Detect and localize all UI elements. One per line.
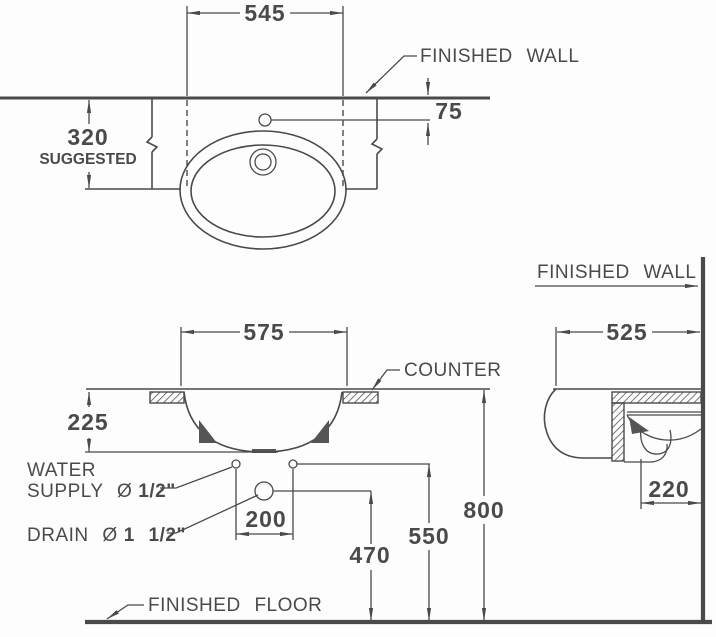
drain-trap-curve xyxy=(640,427,672,455)
plan-finished-wall-label: FINISHED WALL xyxy=(420,46,580,67)
mounting-clip-right xyxy=(311,420,329,443)
drain-hole-inner xyxy=(254,153,272,171)
overflow-wedge xyxy=(629,417,649,434)
drain-point xyxy=(254,481,274,501)
faucet-hole xyxy=(258,113,272,127)
bowl-depth-dim-text: 225 xyxy=(67,409,108,435)
counter-depth-dimension: 525 xyxy=(555,319,700,386)
plan-setout-dim-text: 320 xyxy=(67,124,108,150)
plan-faucet-dimension: 75 xyxy=(271,78,463,145)
counter-slab-section xyxy=(611,391,702,404)
front-rim-width-dim-text: 575 xyxy=(243,319,284,345)
water-supply-callout: WATER SUPPLY Ø 1/2" xyxy=(27,460,233,502)
side-finished-wall-callout: FINISHED WALL xyxy=(535,262,698,289)
counter-height-dim-text: 800 xyxy=(463,497,504,523)
drain-size-text: 1 1/2" xyxy=(124,525,186,546)
plan-template-bracket xyxy=(85,98,384,190)
water-supply-point-left xyxy=(231,459,241,469)
plan-setout-note-text: SUGGESTED xyxy=(39,151,136,168)
side-finished-wall-label: FINISHED WALL xyxy=(537,262,697,283)
plan-width-dim-text: 545 xyxy=(244,0,285,26)
supply-spacing-dimension: 200 xyxy=(235,469,294,540)
supply-height-dim-text: 550 xyxy=(408,523,449,549)
basin-inner-bowl xyxy=(190,144,336,238)
basin-outer-rim xyxy=(179,130,347,250)
counter-label: COUNTER xyxy=(404,360,501,381)
supply-spacing-dim-text: 200 xyxy=(245,506,286,532)
water-supply-label-line1: WATER xyxy=(27,460,96,481)
leader-line xyxy=(167,494,259,534)
counter-depth-dim-text: 525 xyxy=(606,319,647,345)
counter-height-dimension: 800 xyxy=(463,390,504,621)
side-section-view: FINISHED WALL 525 220 xyxy=(535,257,706,622)
drain-hole-outer xyxy=(249,148,277,176)
front-rim-width-dimension: 575 xyxy=(180,319,348,386)
drain-callout: DRAIN Ø 1 1/2" xyxy=(27,494,259,546)
break-symbol xyxy=(370,138,384,155)
drain-height-dimension: 470 xyxy=(349,491,390,621)
bowl-depth-dimension: 225 xyxy=(67,392,278,453)
service-points xyxy=(231,459,430,501)
water-supply-point-right xyxy=(288,459,298,469)
plan-basin xyxy=(179,113,347,250)
drain-label-line: DRAIN Ø 1 1/2" xyxy=(27,525,186,546)
leader-line xyxy=(106,604,144,620)
basin-front-outline xyxy=(543,388,612,459)
leader-line xyxy=(371,369,400,391)
drain-body-curve xyxy=(624,443,668,463)
counter-apron-section xyxy=(611,402,625,462)
finished-floor-label: FINISHED FLOOR xyxy=(148,595,322,616)
plan-finished-wall-callout: FINISHED WALL xyxy=(365,46,580,94)
drain-offset-dim-text: 220 xyxy=(648,476,689,502)
break-symbol xyxy=(145,136,159,153)
side-basin-profile xyxy=(543,388,702,463)
mounting-clip-left xyxy=(199,420,217,443)
plan-view: 545 FINISHED WALL 320 SUGGESTED xyxy=(0,0,580,250)
drain-height-dim-text: 470 xyxy=(349,542,390,568)
drain-offset-dimension: 220 xyxy=(640,459,701,509)
counter-section-right xyxy=(342,391,379,404)
plan-faucet-dim-text: 75 xyxy=(435,98,463,124)
counter-section-left xyxy=(149,391,185,404)
water-supply-label-line2: SUPPLY Ø 1/2" xyxy=(27,481,176,502)
leader-line xyxy=(365,55,417,94)
leader-line xyxy=(160,466,233,489)
supply-height-dimension: 550 xyxy=(408,464,449,621)
plan-setout-dimension: 320 SUGGESTED xyxy=(39,100,137,188)
finished-floor-callout: FINISHED FLOOR xyxy=(106,595,322,620)
drain-label-text: DRAIN Ø xyxy=(27,525,118,546)
water-supply-size-text: 1/2" xyxy=(138,481,175,502)
front-section-view: 575 COUNTER 225 xyxy=(27,319,712,625)
front-basin-bowl xyxy=(183,391,343,453)
drain-outlet xyxy=(252,449,276,453)
water-supply-label-text: SUPPLY Ø xyxy=(27,481,132,502)
counter-callout: COUNTER xyxy=(371,360,501,391)
